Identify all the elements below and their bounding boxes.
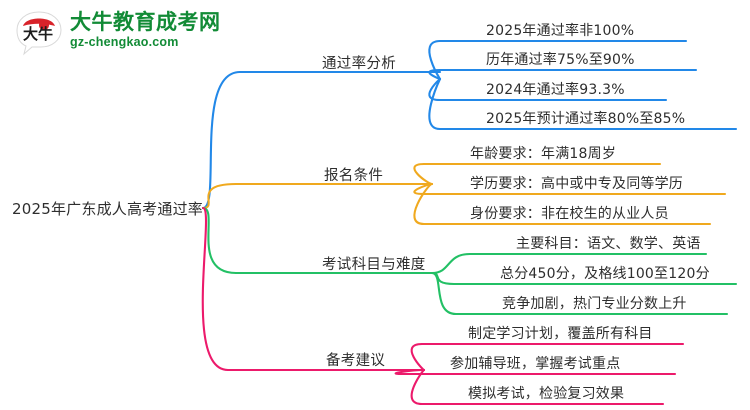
mindmap-branch-label[interactable]: 通过率分析 <box>322 56 396 72</box>
mindmap-leaf-label[interactable]: 2025年通过率非100% <box>486 23 635 39</box>
mindmap-leaf-label[interactable]: 2024年通过率93.3% <box>486 82 625 98</box>
logo-mark-icon: 大牛 <box>16 11 62 56</box>
mindmap-leaf-label[interactable]: 2025年预计通过率80%至85% <box>486 111 686 127</box>
mindmap-root-node[interactable]: 2025年广东成人高考通过率 <box>12 200 203 218</box>
mindmap-branch-label[interactable]: 备考建议 <box>326 353 386 369</box>
mindmap-leaf-label[interactable]: 年龄要求：年满18周岁 <box>470 146 617 162</box>
mindmap-leaf-label[interactable]: 模拟考试，检验复习效果 <box>468 386 625 402</box>
mindmap-leaf-label[interactable]: 学历要求：高中或中专及同等学历 <box>470 176 683 192</box>
mindmap-leaf-label[interactable]: 制定学习计划，覆盖所有科目 <box>468 326 653 342</box>
mindmap-leaf-label[interactable]: 竞争加剧，热门专业分数上升 <box>502 296 687 312</box>
mindmap-leaf-label[interactable]: 历年通过率75%至90% <box>486 52 635 68</box>
mindmap-leaf-label[interactable]: 主要科目：语文、数学、英语 <box>516 236 701 252</box>
svg-text:大牛: 大牛 <box>23 25 53 43</box>
logo-wordmark: 大牛教育成考网 gz-chengkao.com <box>70 10 250 51</box>
logo-title-en: gz-chengkao.com <box>70 35 179 49</box>
mindmap-leaf-label[interactable]: 总分450分，及格线100至120分 <box>500 266 710 282</box>
logo-title-cn: 大牛教育成考网 <box>70 10 221 34</box>
mindmap-leaf-label[interactable]: 身份要求：非在校生的从业人员 <box>470 206 669 222</box>
mindmap-branch-label[interactable]: 考试科目与难度 <box>322 257 426 273</box>
mindmap-leaf-label[interactable]: 参加辅导班，掌握考试重点 <box>450 356 621 372</box>
mindmap-branch-label[interactable]: 报名条件 <box>324 168 384 184</box>
site-logo: 大牛 大牛教育成考网 gz-chengkao.com <box>14 8 244 58</box>
